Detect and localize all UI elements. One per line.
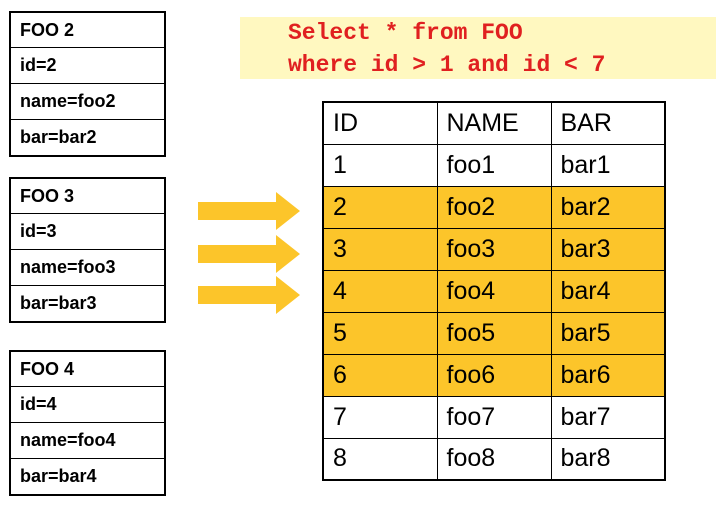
cell-id: 5 <box>322 311 438 355</box>
right-arrow-icon <box>198 235 300 273</box>
card-field-id: id=4 <box>11 386 164 422</box>
card-title: FOO 4 <box>20 358 75 379</box>
cell-name: foo1 <box>436 143 552 187</box>
cell-bar: bar8 <box>550 437 666 481</box>
column-header-bar: BAR <box>550 101 666 145</box>
cell-name: foo2 <box>436 185 552 229</box>
cell-id: 3 <box>322 227 438 271</box>
card-title: FOO 3 <box>20 185 75 206</box>
cell-bar: bar2 <box>550 185 666 229</box>
table-row: 7 foo7 bar7 <box>322 395 666 439</box>
mapping-arrows <box>198 192 300 314</box>
cell-bar: bar6 <box>550 353 666 397</box>
cell-id: 7 <box>322 395 438 439</box>
sql-line-select: Select * from FOO <box>288 20 523 46</box>
cell-name: foo3 <box>436 227 552 271</box>
cell-id: 4 <box>322 269 438 313</box>
cell-name: foo5 <box>436 311 552 355</box>
card-field-bar: bar=bar2 <box>11 119 164 155</box>
foo-table: ID NAME BAR 1 foo1 bar1 2 foo2 bar2 3 fo… <box>322 101 666 481</box>
table-row: 1 foo1 bar1 <box>322 143 666 187</box>
table-row-selected: 4 foo4 bar4 <box>322 269 666 313</box>
cell-bar: bar3 <box>550 227 666 271</box>
card-field-id: id=2 <box>11 47 164 83</box>
object-card-foo4: FOO 4 id=4 name=foo4 bar=bar4 <box>9 350 166 496</box>
cell-id: 2 <box>322 185 438 229</box>
cell-bar: bar1 <box>550 143 666 187</box>
sql-line-where: where id > 1 and id < 7 <box>288 52 606 78</box>
card-field-name: name=foo4 <box>11 422 164 458</box>
cell-name: foo8 <box>436 437 552 481</box>
card-title: FOO 2 <box>20 19 75 40</box>
object-card-foo2: FOO 2 id=2 name=foo2 bar=bar2 <box>9 11 166 157</box>
card-field-name: name=foo2 <box>11 83 164 119</box>
cell-id: 6 <box>322 353 438 397</box>
cell-name: foo6 <box>436 353 552 397</box>
cell-id: 1 <box>322 143 438 187</box>
table-header-row: ID NAME BAR <box>322 101 666 145</box>
cell-bar: bar7 <box>550 395 666 439</box>
cell-bar: bar4 <box>550 269 666 313</box>
table-row-selected: 6 foo6 bar6 <box>322 353 666 397</box>
right-arrow-icon <box>198 276 300 314</box>
card-field-bar: bar=bar4 <box>11 458 164 494</box>
card-field-id: id=3 <box>11 213 164 249</box>
cell-id: 8 <box>322 437 438 481</box>
cell-bar: bar5 <box>550 311 666 355</box>
card-field-bar: bar=bar3 <box>11 285 164 321</box>
table-row-selected: 2 foo2 bar2 <box>322 185 666 229</box>
sql-query-banner: Select * from FOO where id > 1 and id < … <box>240 17 716 79</box>
right-arrow-icon <box>198 192 300 230</box>
column-header-name: NAME <box>436 101 552 145</box>
table-row: 8 foo8 bar8 <box>322 437 666 481</box>
table-row-selected: 5 foo5 bar5 <box>322 311 666 355</box>
cell-name: foo4 <box>436 269 552 313</box>
card-field-name: name=foo3 <box>11 249 164 285</box>
column-header-id: ID <box>322 101 438 145</box>
cell-name: foo7 <box>436 395 552 439</box>
object-card-foo3: FOO 3 id=3 name=foo3 bar=bar3 <box>9 177 166 323</box>
table-row-selected: 3 foo3 bar3 <box>322 227 666 271</box>
